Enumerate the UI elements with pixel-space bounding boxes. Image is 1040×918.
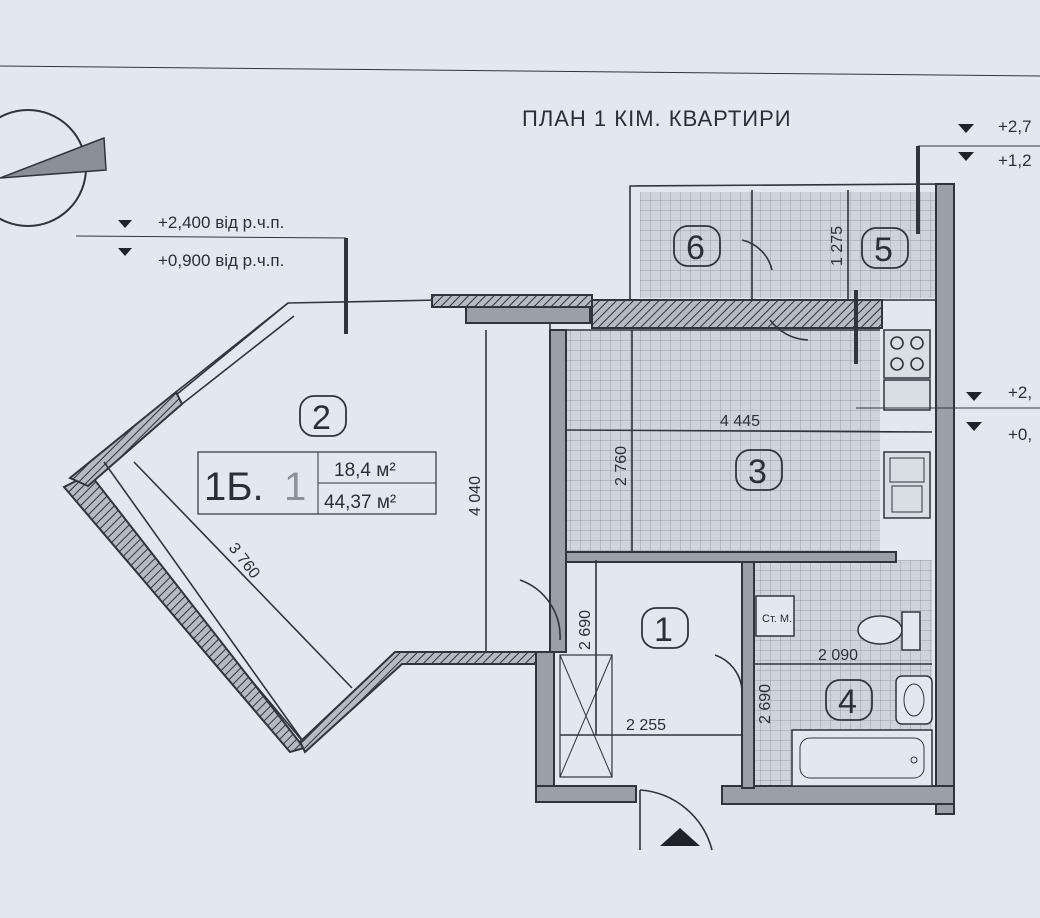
top-wall-thick [465,306,591,324]
bottom-wall-right [721,785,955,805]
window-line [175,302,289,393]
partition-wall-living [549,329,567,653]
compass-icon [0,109,107,227]
bathroom-left-wall [741,561,755,789]
dim-hall-width: 2 255 [626,717,666,734]
level-top-kitchen: +2, [1008,383,1032,402]
bathtub-icon [791,729,933,787]
svg-text:2: 2 [312,399,331,437]
level-bottom-right: +1,2 [998,151,1032,170]
window-line-3 [103,461,306,745]
washing-machine-label: Ст. М. [762,613,792,625]
right-outer-wall [935,183,955,815]
svg-text:6: 6 [686,229,705,267]
sink-icon [883,451,931,519]
kitchen-dimension-line [565,429,933,433]
room-badge-6: 6 [673,225,721,267]
level-marker-left [75,220,348,334]
plan-title: ПЛАН 1 КІМ. КВАРТИРИ [522,106,792,131]
door-arc-loggia [741,239,773,271]
washbasin-icon [895,675,933,725]
counter-icon [883,379,931,411]
living-diagonal-line [133,461,353,689]
level-marker-kitchen [854,290,1040,431]
level-bottom-kitchen: +0, [1008,425,1032,444]
kitchen-floor [565,330,880,552]
svg-text:5: 5 [874,231,893,269]
entrance-marker-icon [660,828,700,846]
room-badge-3: 3 [735,449,783,491]
svg-text:4: 4 [838,683,857,721]
room-badge-4: 4 [825,679,873,721]
hall-bottom-wall-left [535,785,637,803]
door-arc-bath [714,654,743,691]
wardrobe-icon [559,654,613,778]
top-wall-left [431,294,593,308]
apartment-code: 1Б. [204,465,264,509]
stove-icon [883,329,931,379]
dim-loggia-depth: 1 275 [829,226,846,266]
loggia-wall [591,299,883,329]
living-area: 18,4 м² [334,460,396,481]
toilet-icon [857,611,921,651]
loggia-floor [640,192,938,298]
hall-left-wall [535,651,555,803]
dim-room2-height: 4 040 [467,476,484,516]
dim-room3-width: 4 445 [720,413,760,430]
level-top-right: +2,7 [998,117,1032,136]
kitchen-hall-wall [565,551,897,563]
dim-bath-width: 2 090 [818,647,858,664]
entry-door-arc [639,789,713,851]
room-badge-5: 5 [861,227,909,269]
dim-bath-height: 2 690 [757,684,774,724]
door-arc-kitchen [769,319,809,341]
sheet-border-line [0,65,1040,77]
dim-hall-height: 2 690 [577,610,594,650]
svg-text:3: 3 [748,453,767,491]
dim-room3-height: 2 760 [613,446,630,486]
door-arc-living [519,579,561,641]
room-badge-2: 2 [299,395,347,437]
riser-box-icon [755,595,795,637]
level-top-left: +2,400 від р.ч.п. [158,213,284,232]
apartment-label-box [197,451,437,515]
total-area: 44,37 м² [324,492,396,513]
level-marker-right [916,124,1040,234]
apartment-section: 1 [284,465,306,509]
window-line-2 [181,315,295,405]
room-badge-1: 1 [641,607,689,649]
svg-text:1: 1 [654,611,673,649]
level-bottom-left: +0,900 від р.ч.п. [158,251,284,270]
